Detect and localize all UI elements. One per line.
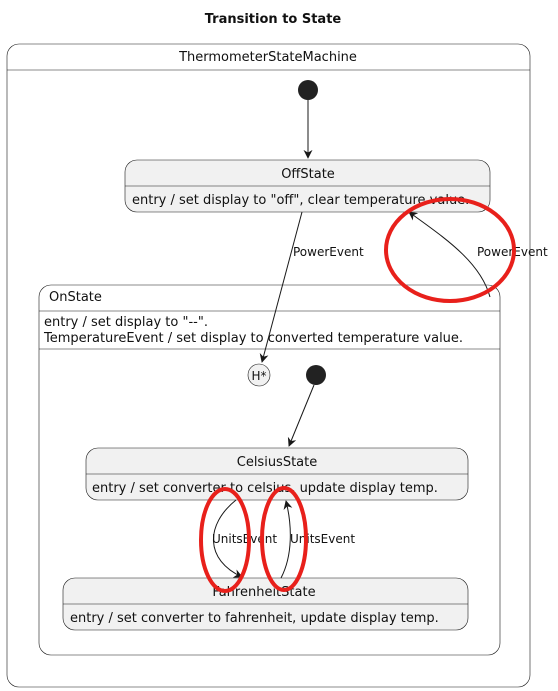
on-to-off-arrow (408, 211, 491, 298)
inner-initial-to-celsius-arrow (287, 384, 315, 447)
fahrenheit-to-celsius-arrow (280, 500, 293, 579)
highlight-ellipse-units-up (260, 486, 308, 592)
celsius-to-fahrenheit-label: UnitsEvent (212, 532, 277, 546)
machine-name: ThermometerStateMachine (178, 50, 357, 65)
highlight-ellipse-units-down (199, 487, 251, 593)
highlight-annotations (199, 197, 516, 593)
celsius-state-entry: entry / set converter to celsius, update… (92, 481, 438, 496)
initial-state-inner (306, 365, 326, 385)
celsius-state-name: CelsiusState (237, 455, 318, 470)
celsius-to-fahrenheit-arrow (213, 499, 243, 578)
off-to-history-arrow (259, 211, 303, 363)
off-to-history-label: PowerEvent (293, 245, 364, 259)
diagram-title: Transition to State (205, 12, 342, 27)
initial-state-outer (298, 80, 318, 100)
fahrenheit-state: FahrenheitState entry / set converter to… (62, 577, 469, 631)
off-state-name: OffState (281, 167, 335, 182)
highlight-ellipse-power (384, 197, 516, 303)
fahrenheit-to-celsius-label: UnitsEvent (290, 532, 355, 546)
celsius-state: CelsiusState entry / set converter to ce… (85, 447, 469, 501)
on-state-temperature-event: TemperatureEvent / set display to conver… (43, 331, 463, 346)
on-state-name: OnState (49, 290, 102, 305)
deep-history-state: H* (247, 363, 271, 387)
off-state: OffState entry / set display to "off", c… (124, 159, 491, 213)
off-state-entry: entry / set display to "off", clear temp… (132, 193, 469, 208)
fahrenheit-state-entry: entry / set converter to fahrenheit, upd… (70, 611, 439, 626)
on-state-entry: entry / set display to "--". (44, 315, 208, 330)
history-label: H* (251, 369, 266, 383)
